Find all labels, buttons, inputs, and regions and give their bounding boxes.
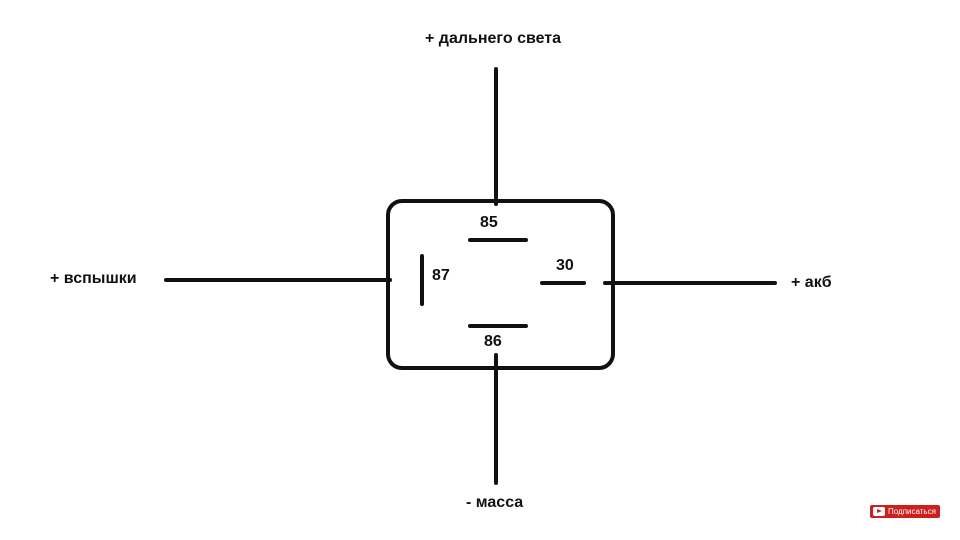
label-high-beam-plus: + дальнего света (425, 30, 562, 47)
subscribe-button[interactable]: Подписаться (870, 505, 940, 518)
youtube-icon (873, 507, 885, 516)
label-flash-plus: + вспышки (50, 270, 137, 287)
label-battery-plus: + акб (791, 274, 832, 291)
label-ground-minus: - масса (466, 494, 524, 511)
subscribe-button-label: Подписаться (888, 506, 936, 516)
pin-85-label: 85 (480, 214, 498, 231)
pin-86-label: 86 (484, 333, 502, 350)
pin-87-label: 87 (432, 267, 450, 284)
pin-30-label: 30 (556, 257, 574, 274)
